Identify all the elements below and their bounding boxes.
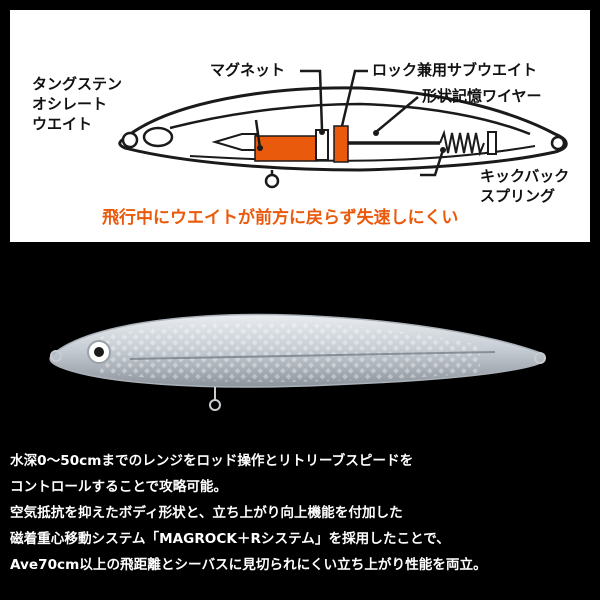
leader-lines xyxy=(254,69,445,177)
diagram-caption: 飛行中にウエイトが前方に戻らず失速しにくい xyxy=(102,208,459,228)
description-line: コントロールすることで攻略可能。 xyxy=(10,479,228,495)
lure-inner-line xyxy=(169,102,531,136)
label-kickback-spring-1: キックバック xyxy=(480,167,570,185)
label-tungsten-weight-3: ウエイト xyxy=(32,115,93,133)
rear-tie xyxy=(550,135,566,151)
description-line: Ave70cm以上の飛距離とシーバスに見切られにくい立ち上がり性能を両立。 xyxy=(10,557,487,573)
photo-rear-tie xyxy=(534,352,546,364)
label-shape-memory-wire: 形状記憶ワイヤー xyxy=(422,87,542,105)
lure-product-photo xyxy=(49,313,546,411)
lure-cutaway-diagram xyxy=(118,69,568,189)
label-tungsten-weight-2: オシレート xyxy=(32,95,108,113)
label-magnet: マグネット xyxy=(210,61,286,79)
description-line: 水深0〜50cmまでのレンジをロッド操作とリトリーブスピードを xyxy=(10,453,414,469)
kickback-spring-shape xyxy=(439,129,485,157)
description-line: 空気抵抗を抑えたボディ形状と、立ち上がり向上機能を付加した xyxy=(10,505,403,521)
nose-eye xyxy=(142,126,174,148)
description-line: 磁着重心移動システム「MAGROCK＋Rシステム」を採用したことで、 xyxy=(10,531,450,547)
diagram-panel: タングステン オシレート ウエイト マグネット ロック兼用サブウエイト 形状記憶… xyxy=(10,10,590,242)
product-description: 水深0〜50cmまでのレンジをロッド操作とリトリーブスピードを コントロールする… xyxy=(10,448,594,578)
label-tungsten-weight-1: タングステン xyxy=(32,75,123,93)
label-sub-weight: ロック兼用サブウエイト xyxy=(372,61,538,79)
photo-belly-eye xyxy=(209,399,221,411)
photo-line-tie xyxy=(50,350,62,362)
tungsten-weight-shape xyxy=(254,135,318,162)
sub-weight-shape xyxy=(333,125,349,163)
belly-hook-eye xyxy=(264,173,280,189)
label-kickback-spring-2: スプリング xyxy=(480,187,556,205)
nose-line-tie xyxy=(121,131,139,149)
